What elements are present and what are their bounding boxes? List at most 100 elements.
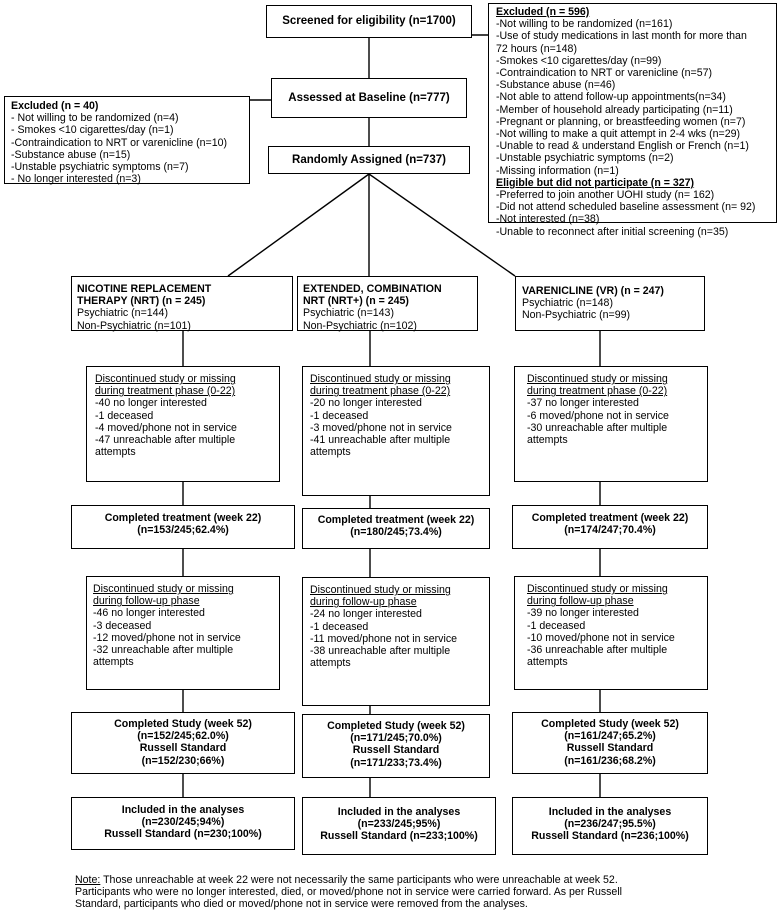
russell-label: Russell Standard bbox=[352, 744, 440, 757]
excluded-right-item: -Unstable psychiatric symptoms (n=2) bbox=[496, 152, 674, 165]
excluded-right-item: -Member of household already participati… bbox=[496, 103, 733, 116]
excluded-right-item: -Contraindication to NRT or varenicline … bbox=[496, 67, 713, 80]
vr-disc-treatment-box: Discontinued study or missing during tre… bbox=[514, 366, 708, 482]
disc-item: -10 moved/phone not in service bbox=[527, 631, 675, 644]
footnote: Note: Those unreachable at week 22 were … bbox=[75, 874, 715, 911]
excluded-right-item: -Not willing to make a quit attempt in 2… bbox=[496, 128, 741, 141]
disc-item: attempts bbox=[527, 656, 568, 669]
completed-treatment-label: Completed treatment (week 22) bbox=[104, 512, 262, 524]
nrt-plus-disc-followup-box: Discontinued study or missing during fol… bbox=[302, 577, 490, 706]
included-value: (n=236/247;95.5%) bbox=[564, 818, 656, 831]
disc-item: attempts bbox=[527, 434, 568, 447]
nrt-plus-completed-study-box: Completed Study (week 52) (n=171/245;70.… bbox=[302, 714, 490, 778]
disc-item: attempts bbox=[310, 446, 351, 459]
excluded-left-box: Excluded (n = 40) - Not willing to be ra… bbox=[4, 96, 250, 186]
excluded-right-item: 72 hours (n=148) bbox=[496, 42, 577, 55]
screened-box: Screened for eligibility (n=1700) bbox=[266, 5, 472, 38]
disc-title: Discontinued study or missing bbox=[310, 584, 451, 596]
disc-item: -39 no longer interested bbox=[527, 607, 639, 620]
disc-title: during treatment phase (0-22) bbox=[95, 385, 236, 398]
disc-item: -38 unreachable after multiple bbox=[310, 645, 451, 658]
disc-title: during treatment phase (0-22) bbox=[310, 385, 451, 398]
completed-treatment-label: Completed treatment (week 22) bbox=[317, 514, 475, 526]
screened-label: Screened for eligibility (n=1700) bbox=[282, 15, 456, 27]
randomized-label: Randomly Assigned (n=737) bbox=[292, 154, 446, 166]
disc-title: during treatment phase (0-22) bbox=[527, 385, 668, 398]
completed-study-value: (n=152/245;62.0%) bbox=[137, 730, 229, 743]
arm-nrt-plus-box: EXTENDED, COMBINATION NRT (NRT+) (n = 24… bbox=[297, 276, 478, 332]
disc-item: -41 unreachable after multiple bbox=[310, 434, 451, 447]
completed-treatment-value: (n=174/247;70.4%) bbox=[564, 524, 656, 537]
completed-treatment-value: (n=153/245;62.4%) bbox=[137, 524, 229, 537]
excluded-left-item: - No longer interested (n=3) bbox=[11, 173, 141, 186]
vr-completed-study-box: Completed Study (week 52) (n=161/247;65.… bbox=[512, 712, 708, 774]
excluded-right-item: -Missing information (n=1) bbox=[496, 164, 619, 177]
excluded-right-item: -Pregnant or planning, or breastfeeding … bbox=[496, 115, 746, 128]
arm-psych: Psychiatric (n=143) bbox=[303, 307, 394, 320]
disc-item: attempts bbox=[93, 656, 134, 669]
arm-nrt-box: NICOTINE REPLACEMENT THERAPY (NRT) (n = … bbox=[71, 276, 293, 332]
disc-title: Discontinued study or missing bbox=[95, 373, 236, 385]
nrt-completed-study-box: Completed Study (week 52) (n=152/245;62.… bbox=[71, 712, 295, 774]
disc-title: Discontinued study or missing bbox=[527, 583, 668, 595]
excluded-left-item: -Unstable psychiatric symptoms (n=7) bbox=[11, 161, 189, 174]
russell-label: Russell Standard bbox=[566, 742, 654, 755]
completed-study-value: (n=161/247;65.2%) bbox=[564, 730, 656, 743]
excluded-right-item: -Not able to attend follow-up appointmen… bbox=[496, 91, 726, 104]
russell-value: (n=152/230;66%) bbox=[141, 754, 225, 767]
excluded-right-item: -Not willing to be randomized (n=161) bbox=[496, 18, 673, 31]
excluded-right-item: -Use of study medications in last month … bbox=[496, 30, 747, 43]
disc-title: during follow-up phase bbox=[527, 595, 634, 608]
excluded-left-item: -Contraindication to NRT or varenicline … bbox=[11, 136, 228, 149]
excluded-right-item: -Substance abuse (n=46) bbox=[496, 79, 616, 92]
eligible-title: Eligible but did not participate (n = 32… bbox=[496, 176, 695, 189]
disc-item: -4 moved/phone not in service bbox=[95, 421, 237, 434]
disc-item: -40 no longer interested bbox=[95, 397, 207, 410]
disc-title: during follow-up phase bbox=[310, 596, 417, 609]
disc-item: -1 deceased bbox=[310, 409, 369, 422]
excluded-left-item: - Smokes <10 cigarettes/day (n=1) bbox=[11, 124, 174, 137]
disc-item: -24 no longer interested bbox=[310, 608, 422, 621]
arm-name: NRT (NRT+) (n = 245) bbox=[303, 295, 409, 308]
vr-disc-followup-box: Discontinued study or missing during fol… bbox=[514, 576, 708, 690]
russell-value: (n=161/236;68.2%) bbox=[564, 754, 656, 767]
completed-study-label: Completed Study (week 52) bbox=[541, 718, 679, 730]
footnote-line: Those unreachable at week 22 were not ne… bbox=[100, 874, 618, 886]
included-label: Included in the analyses bbox=[337, 806, 461, 818]
disc-title: Discontinued study or missing bbox=[93, 583, 234, 595]
arm-vr-box: VARENICLINE (VR) (n = 247) Psychiatric (… bbox=[515, 276, 705, 331]
eligible-item: -Preferred to join another UOHI study (n… bbox=[496, 189, 715, 202]
disc-item: -37 no longer interested bbox=[527, 397, 639, 410]
included-value: (n=233/245;95%) bbox=[357, 818, 441, 831]
excluded-right-title: Excluded (n = 596) bbox=[496, 6, 590, 18]
included-value: (n=230/245;94%) bbox=[141, 816, 225, 829]
eligible-item: -Not interested (n=38) bbox=[496, 213, 600, 226]
included-russell: Russell Standard (n=236;100%) bbox=[531, 830, 689, 843]
included-label: Included in the analyses bbox=[121, 804, 245, 816]
assessed-label: Assessed at Baseline (n=777) bbox=[288, 92, 450, 104]
included-label: Included in the analyses bbox=[548, 806, 672, 818]
included-russell: Russell Standard (n=233;100%) bbox=[320, 830, 478, 843]
disc-item: -3 moved/phone not in service bbox=[310, 421, 452, 434]
arm-name: THERAPY (NRT) (n = 245) bbox=[77, 295, 206, 308]
eligible-item: -Did not attend scheduled baseline asses… bbox=[496, 201, 756, 214]
arm-psych: Psychiatric (n=148) bbox=[522, 297, 613, 310]
arm-name: EXTENDED, COMBINATION bbox=[303, 283, 442, 295]
russell-label: Russell Standard bbox=[139, 742, 227, 755]
nrt-completed-treatment-box: Completed treatment (week 22) (n=153/245… bbox=[71, 505, 295, 549]
disc-item: -47 unreachable after multiple bbox=[95, 434, 236, 447]
nrt-included-box: Included in the analyses (n=230/245;94%)… bbox=[71, 797, 295, 850]
completed-treatment-value: (n=180/245;73.4%) bbox=[350, 526, 442, 539]
completed-study-label: Completed Study (week 52) bbox=[114, 718, 252, 730]
disc-item: -46 no longer interested bbox=[93, 607, 205, 620]
disc-title: during follow-up phase bbox=[93, 595, 200, 608]
arm-nonpsych: Non-Psychiatric (n=101) bbox=[77, 319, 191, 332]
arm-psych: Psychiatric (n=144) bbox=[77, 307, 168, 320]
arm-name: VARENICLINE (VR) (n = 247) bbox=[522, 285, 664, 297]
nrt-disc-followup-box: Discontinued study or missing during fol… bbox=[86, 576, 280, 690]
disc-item: -12 moved/phone not in service bbox=[93, 631, 241, 644]
eligible-item: -Unable to reconnect after initial scree… bbox=[496, 225, 729, 238]
excluded-left-item: -Substance abuse (n=15) bbox=[11, 148, 131, 161]
completed-study-value: (n=171/245;70.0%) bbox=[350, 732, 442, 745]
vr-included-box: Included in the analyses (n=236/247;95.5… bbox=[512, 797, 708, 855]
